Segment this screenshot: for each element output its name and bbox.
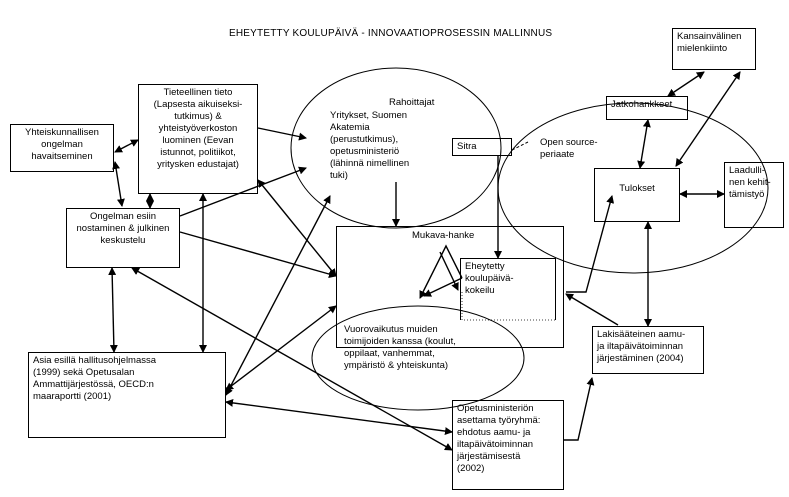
- open-source-label: Open source- periaate: [540, 137, 598, 160]
- arrow-muk-loop: [419, 244, 463, 299]
- mukava-box: [336, 226, 564, 348]
- lakisaateinen-box: Lakisääteinen aamu- ja iltapäivätoiminna…: [592, 326, 704, 374]
- arrow-tiet-rah: [257, 127, 307, 141]
- arrow-opm-lak: [564, 377, 595, 441]
- yritykset-box: Yritykset, Suomen Akatemia (perustutkimu…: [330, 110, 410, 181]
- opetusministerion-box: Opetusministeriön asettama työryhmä: ehd…: [452, 400, 564, 490]
- rahoittajat-label: Rahoittajat: [389, 97, 435, 108]
- rahoittajat-ellipse: [290, 67, 502, 229]
- dashed-open-source-link: [511, 141, 529, 151]
- arrow-asia-muk: [225, 305, 337, 391]
- arrow-muk-loop-2: [423, 277, 463, 297]
- laadullinen-box: Laadulli- nen kehit- tämistyö: [724, 162, 784, 228]
- sitra-box: Sitra: [452, 138, 512, 156]
- mukava-label: Mukava-hanke: [412, 230, 475, 241]
- asia-box: Asia esillä hallitusohjelmassa (1999) se…: [28, 352, 226, 438]
- yhteiskunnallinen-box: Yhteiskunnallisen ongelman havaitseminen: [10, 124, 114, 172]
- ongelman-box: Ongelman esiin nostaminen & julkinen kes…: [66, 208, 180, 268]
- jatkohankkeet-box: Jatkohankkeet: [606, 96, 688, 120]
- arrow-jat-tul: [637, 119, 651, 169]
- arrow-ong-asia: [108, 267, 118, 353]
- tieteellinen-box: Tieteellinen tieto (Lapsesta aikuiseksi-…: [138, 84, 258, 194]
- arrow-asia-yri: [225, 195, 331, 396]
- arrow-asia-opm: [225, 398, 453, 436]
- arrow-yht-tiet: [114, 139, 139, 153]
- tulokset-box: Tulokset: [594, 168, 680, 222]
- arrow-muk-loop-3: [439, 251, 459, 291]
- arrow-yht-ong: [112, 161, 125, 207]
- kansainvalinen-box: Kansainvälinen mielenkiinto: [672, 28, 756, 70]
- diagram-title: EHEYTETTY KOULUPÄIVÄ - INNOVAATIOPROSESS…: [229, 28, 553, 39]
- arrow-tiet-muk: [257, 179, 337, 277]
- vuorovaikutus-label: Vuorovaikutus muiden toimijoiden kanssa …: [344, 324, 456, 371]
- arrow-jat-kan: [667, 71, 705, 97]
- arrow-ehe-lak: [565, 293, 619, 326]
- arrow-tul-kan: [675, 71, 741, 167]
- arrow-ong-rah: [179, 166, 307, 217]
- dotted-eheytetty-edge: [461, 292, 556, 321]
- arrow-ehe-tul: [566, 195, 615, 293]
- eheytetty-box: Eheytetty koulupäivä- kokeilu: [460, 258, 556, 320]
